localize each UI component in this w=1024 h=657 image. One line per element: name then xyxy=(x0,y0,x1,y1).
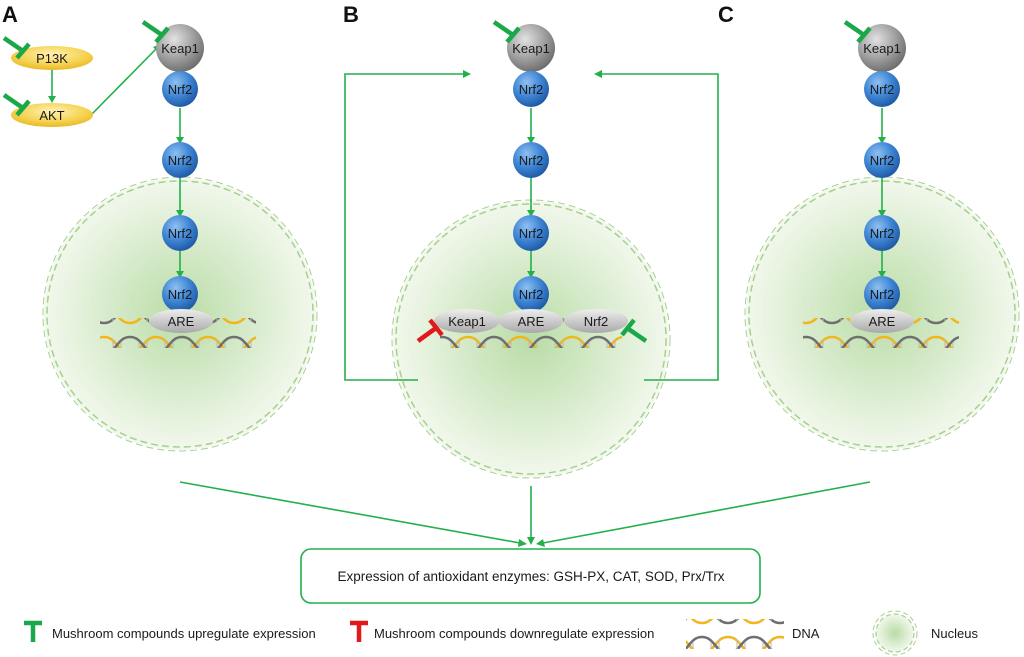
nrf2-bound-c: Nrf2 xyxy=(864,71,900,107)
upregulate-marker-keap1-c xyxy=(843,20,872,44)
p13k-label: P13K xyxy=(36,51,68,66)
upregulate-marker-akt xyxy=(2,93,31,117)
panel-letter-c: C xyxy=(718,2,734,27)
keap1-protein-a: Keap1 xyxy=(156,24,204,72)
nrf2-bound-label-c: Nrf2 xyxy=(870,82,895,97)
nrf2-nuclear-b: Nrf2 xyxy=(513,215,549,251)
nrf2-free-label-a: Nrf2 xyxy=(168,153,193,168)
are-element-a: ARE xyxy=(149,309,213,333)
nrf2-free-label-b: Nrf2 xyxy=(519,153,544,168)
nrf2-nuclear-label-b: Nrf2 xyxy=(519,226,544,241)
nrf2-gene-label: Nrf2 xyxy=(584,314,609,329)
akt-node: AKT xyxy=(11,103,93,127)
legend-upregulate-icon xyxy=(24,620,42,642)
are-label-c: ARE xyxy=(869,314,896,329)
arrows xyxy=(48,44,886,547)
keap1-protein-b: Keap1 xyxy=(507,24,555,72)
legend-downregulate-label: Mushroom compounds downregulate expressi… xyxy=(374,626,654,641)
nrf2-nuclear-label-c: Nrf2 xyxy=(870,226,895,241)
upregulate-marker-nrf2-gene xyxy=(620,318,648,343)
nrf2-are-c: Nrf2 xyxy=(864,276,900,312)
nrf2-gene-element: Nrf2 xyxy=(564,309,628,333)
legend-nucleus-label: Nucleus xyxy=(931,626,978,641)
legend-dna-label: DNA xyxy=(792,626,820,641)
legend-upregulate-label: Mushroom compounds upregulate expression xyxy=(52,626,316,641)
nrf2-are-label-c: Nrf2 xyxy=(870,287,895,302)
p13k-node: P13K xyxy=(11,46,93,70)
akt-label: AKT xyxy=(39,108,64,123)
downregulate-marker-keap1-gene xyxy=(416,318,444,343)
panel-letter-b: B xyxy=(343,2,359,27)
are-label-b: ARE xyxy=(518,314,545,329)
nrf2-are-label-a: Nrf2 xyxy=(168,287,193,302)
nrf2-free-c: Nrf2 xyxy=(864,142,900,178)
antioxidant-enzymes-box: Expression of antioxidant enzymes: GSH-P… xyxy=(300,548,761,604)
nrf2-are-a: Nrf2 xyxy=(162,276,198,312)
legend-dna-icon xyxy=(686,619,784,649)
upregulate-marker-keap1-a xyxy=(141,20,170,44)
nrf2-free-label-c: Nrf2 xyxy=(870,153,895,168)
are-label-a: ARE xyxy=(168,314,195,329)
are-element-c: ARE xyxy=(850,309,914,333)
keap1-gene-label: Keap1 xyxy=(448,314,486,329)
antioxidant-enzymes-label: Expression of antioxidant enzymes: GSH-P… xyxy=(337,569,724,584)
nrf2-bound-label-b: Nrf2 xyxy=(519,82,544,97)
keap1-gene-element: Keap1 xyxy=(434,309,500,333)
keap1-label-a: Keap1 xyxy=(161,41,199,56)
panel-letter-a: A xyxy=(2,2,18,27)
nrf2-nuclear-label-a: Nrf2 xyxy=(168,226,193,241)
keap1-protein-c: Keap1 xyxy=(858,24,906,72)
upregulate-marker-p13k xyxy=(2,36,31,60)
nrf2-nuclear-c: Nrf2 xyxy=(864,215,900,251)
upregulate-marker-keap1-b xyxy=(492,20,521,44)
nrf2-bound-label-a: Nrf2 xyxy=(168,82,193,97)
nrf2-nuclear-a: Nrf2 xyxy=(162,215,198,251)
keap1-label-b: Keap1 xyxy=(512,41,550,56)
nrf2-are-label-b: Nrf2 xyxy=(519,287,544,302)
nrf2-are-b: Nrf2 xyxy=(513,276,549,312)
nrf2-free-b: Nrf2 xyxy=(513,142,549,178)
legend: Mushroom compounds upregulate expression… xyxy=(24,610,978,656)
legend-downregulate-icon xyxy=(350,620,368,642)
nrf2-free-a: Nrf2 xyxy=(162,142,198,178)
nrf2-bound-a: Nrf2 xyxy=(162,71,198,107)
legend-nucleus-icon xyxy=(872,610,918,656)
keap1-label-c: Keap1 xyxy=(863,41,901,56)
are-element-b: ARE xyxy=(499,309,563,333)
nrf2-bound-b: Nrf2 xyxy=(513,71,549,107)
